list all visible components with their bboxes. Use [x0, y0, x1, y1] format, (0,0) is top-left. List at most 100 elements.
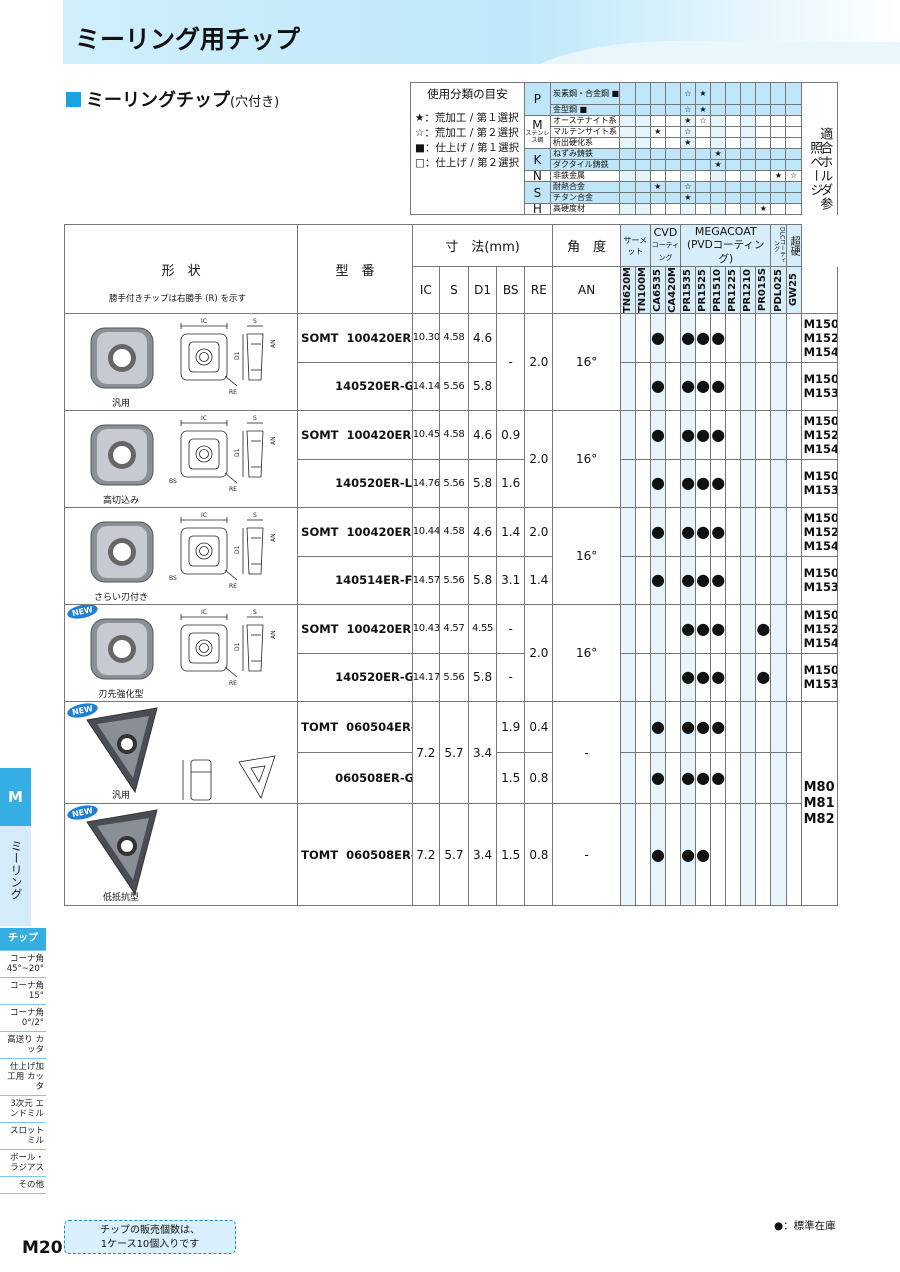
- dim-value: 4.58: [438, 313, 470, 363]
- stock-cell: [770, 410, 787, 460]
- usage-mark: [694, 126, 712, 138]
- stock-cell: [634, 652, 651, 703]
- stock-cell: [755, 803, 772, 907]
- stock-cell: [770, 701, 787, 754]
- dim-value: -: [552, 701, 621, 805]
- usage-mark: [770, 115, 787, 127]
- stock-cell: ●: [695, 803, 712, 907]
- usage-mark: [619, 104, 636, 116]
- stock-cell: [770, 507, 787, 557]
- usage-mark: [725, 115, 742, 127]
- usage-mark: [694, 137, 712, 149]
- usage-mark: ★: [649, 181, 666, 193]
- dim-value: 1.4: [524, 555, 554, 606]
- usage-mark: [770, 181, 787, 193]
- stock-cell: ●: [649, 507, 666, 557]
- dim-value: 10.30: [411, 313, 440, 363]
- nav-item[interactable]: その他: [0, 1177, 46, 1194]
- dim-value: 5.56: [438, 361, 470, 412]
- usage-mark: [785, 137, 802, 149]
- usage-mark: [694, 192, 712, 204]
- stock-cell: ●: [680, 313, 697, 363]
- usage-mark: [785, 159, 802, 171]
- col-ic: IC: [411, 265, 440, 315]
- svg-text:BS: BS: [169, 478, 177, 485]
- svg-text:D1: D1: [234, 351, 241, 360]
- stock-cell: [725, 458, 742, 509]
- usage-mark: [664, 181, 681, 193]
- col-re: RE: [524, 265, 554, 315]
- usage-mark: [740, 82, 757, 105]
- tab-milling[interactable]: ミーリング: [0, 826, 31, 926]
- stock-cell: [619, 555, 636, 606]
- col-d1: D1: [468, 265, 498, 315]
- stock-cell: ●: [695, 752, 712, 805]
- dim-value: 2.0: [524, 507, 554, 557]
- usage-mark: [725, 170, 742, 182]
- shape-caption: さらい刃付き: [93, 593, 148, 604]
- svg-text:S: S: [253, 318, 257, 325]
- grade-pr1510: PR1510: [710, 265, 727, 315]
- usage-mark: ☆: [679, 104, 696, 116]
- svg-text:IC: IC: [201, 318, 207, 325]
- stock-cell: [664, 361, 682, 412]
- page-number: M20: [22, 1238, 63, 1258]
- usage-key-item: ■：仕上げ / 第１選択: [415, 141, 520, 154]
- stock-cell: [725, 410, 742, 460]
- cermet-header: サーメット: [619, 224, 651, 267]
- usage-mark: [679, 203, 696, 215]
- tab-m[interactable]: M: [0, 768, 31, 826]
- usage-mark: [755, 82, 772, 105]
- nav-item[interactable]: 3次元 エンドミル: [0, 1096, 46, 1123]
- nav-item[interactable]: 高送り カッタ: [0, 1032, 46, 1059]
- nav-item[interactable]: コーナ角 0°/2°: [0, 1005, 46, 1032]
- usage-mark: [679, 170, 696, 182]
- table-row: 060508ER-GM1.50.8●●●●: [65, 752, 838, 805]
- iso-class-n: N: [523, 170, 551, 182]
- svg-text:IC: IC: [201, 415, 207, 422]
- stock-cell: [634, 458, 651, 509]
- nav-item[interactable]: ボール・ ラジアス: [0, 1150, 46, 1177]
- insert-table: 形 状 勝手付きチップは右勝手 (R) を示す 型 番 寸 法(mm) 角 度 …: [63, 223, 839, 907]
- stock-cell: ●: [649, 458, 666, 509]
- svg-text:AN: AN: [270, 339, 277, 348]
- nav-item[interactable]: 仕上げ加工用 カッタ: [0, 1059, 46, 1096]
- triangle-insert-drawing: [66, 703, 297, 803]
- stock-dot: ●: [650, 327, 665, 347]
- usage-mark: [740, 104, 757, 116]
- category-nav: チップコーナ角 45°~20°コーナ角 15°コーナ角 0°/2°高送り カッタ…: [0, 928, 46, 1194]
- stock-cell: ●: [680, 507, 697, 557]
- usage-mark: [740, 181, 757, 193]
- stock-cell: [740, 604, 757, 654]
- stock-cell: [619, 507, 636, 557]
- usage-mark: [740, 170, 757, 182]
- stock-cell: ●: [710, 652, 727, 703]
- usage-mark: [694, 181, 712, 193]
- dim-value: 16°: [552, 410, 621, 509]
- stock-cell: [770, 752, 787, 805]
- stock-cell: ●: [710, 313, 727, 363]
- stock-cell: ●: [680, 458, 697, 509]
- usage-mark: [679, 148, 696, 160]
- usage-mark: [634, 82, 651, 105]
- stock-dot: ●: [711, 327, 726, 347]
- holder-ref-header: 適合ホルダ参照ページ: [800, 82, 839, 215]
- stock-cell: [664, 507, 682, 557]
- shape-caption: 高切込み: [102, 496, 139, 507]
- nav-item[interactable]: コーナ角 45°~20°: [0, 951, 46, 978]
- grade-pr1535: PR1535: [680, 265, 697, 315]
- nav-item[interactable]: スロット ミル: [0, 1123, 46, 1150]
- stock-cell: [664, 701, 682, 754]
- usage-mark: [664, 137, 681, 149]
- stock-cell: ●: [695, 555, 712, 606]
- grade-ca6535: CA6535: [649, 265, 666, 315]
- stock-legend: ●：標準在庫: [774, 1220, 836, 1232]
- stock-cell: [619, 410, 636, 460]
- nav-item[interactable]: コーナ角 15°: [0, 978, 46, 1005]
- nav-item[interactable]: チップ: [0, 928, 46, 951]
- legend-row: ★：荒加工 / 第１選択☆：荒加工 / 第２選択■：仕上げ / 第１選択□：仕上…: [410, 104, 838, 215]
